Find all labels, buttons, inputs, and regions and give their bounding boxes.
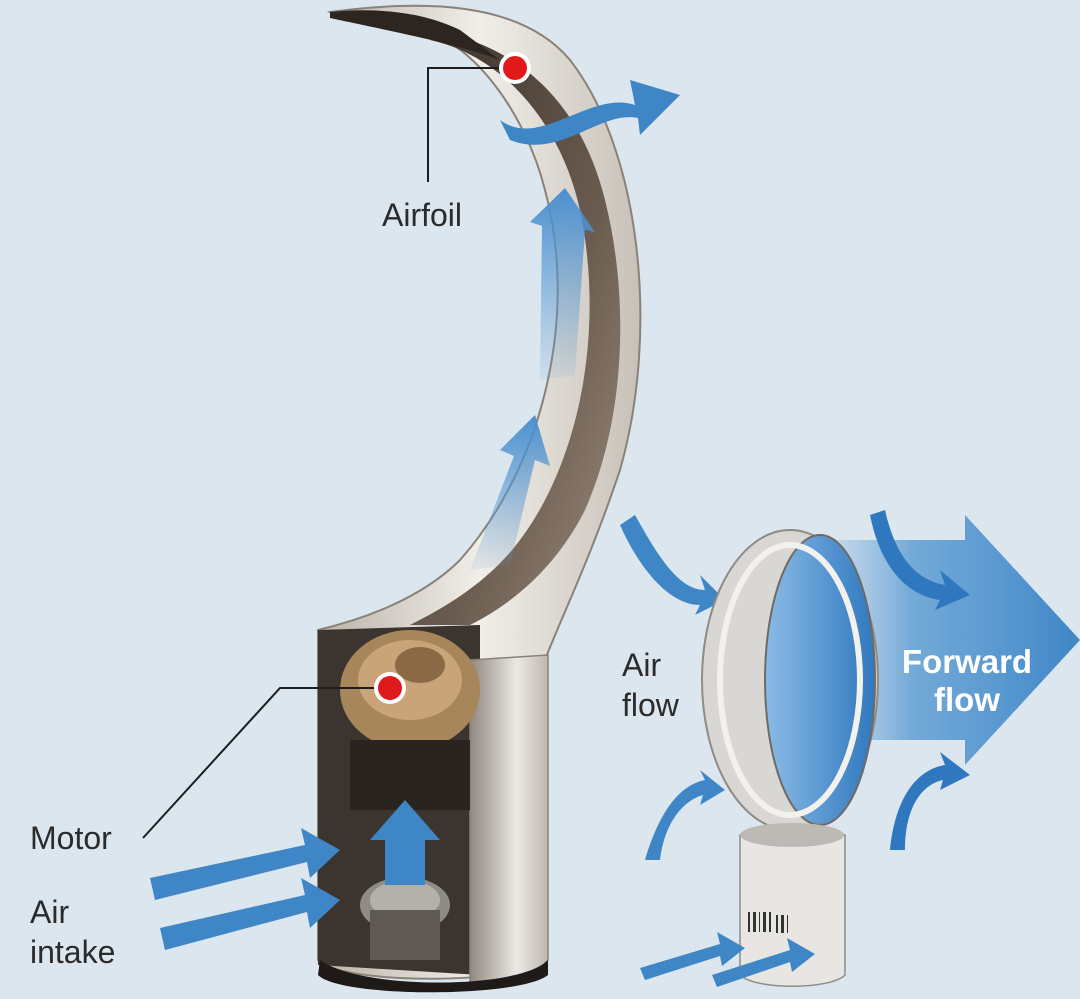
forward-flow-arrow-icon bbox=[820, 515, 1080, 765]
motor-label: Motor bbox=[30, 820, 112, 856]
marker-dots bbox=[374, 52, 531, 704]
airflow-arrow-icon bbox=[530, 188, 595, 380]
fan-cutaway-icon bbox=[317, 4, 642, 993]
airfoil-label: Airfoil bbox=[382, 197, 463, 233]
airflow-arrow-icon bbox=[640, 932, 745, 980]
airflow-arrow-icon bbox=[890, 752, 970, 850]
small-fan-diagram bbox=[620, 510, 1080, 987]
airflow-arrow-icon bbox=[620, 515, 725, 615]
air-intake-arrows bbox=[150, 828, 340, 950]
air-flow-label: Air flow bbox=[622, 647, 679, 723]
airflow-arrow-icon bbox=[712, 938, 815, 987]
airflow-arrow-icon bbox=[150, 828, 340, 900]
arc-airflow-arrows bbox=[370, 80, 680, 885]
airflow-arrow-icon bbox=[645, 770, 725, 860]
airflow-arrow-icon bbox=[160, 878, 340, 950]
forward-flow-label: Forward flow bbox=[901, 643, 1033, 718]
airflow-arrow-icon bbox=[870, 510, 970, 610]
airflow-arrow-icon bbox=[370, 800, 440, 885]
air-intake-label: Air intake bbox=[30, 894, 116, 970]
leader-lines bbox=[142, 67, 505, 839]
airflow-arrow-icon bbox=[470, 415, 550, 570]
airflow-arrow-icon bbox=[500, 80, 680, 145]
